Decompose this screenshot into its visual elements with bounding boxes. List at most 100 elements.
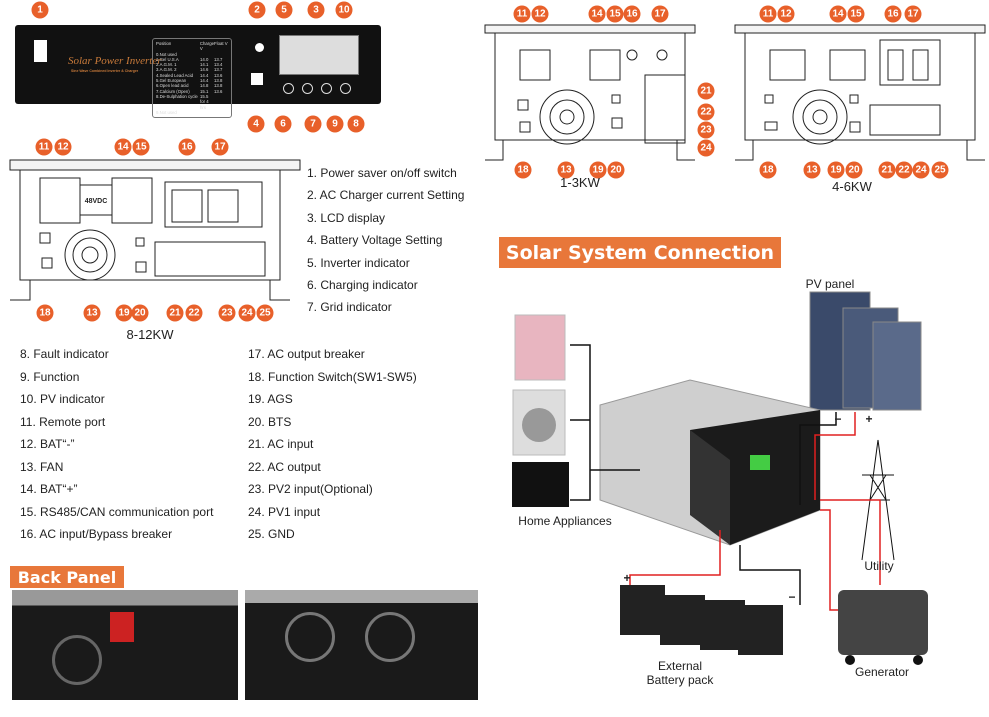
- callout-badge: 12: [54, 138, 72, 156]
- legend-item: 19. AGS: [248, 392, 293, 406]
- caption-1-3kw: 1-3KW: [560, 175, 600, 190]
- table-row: 4.Sealed Lead Acid 14.4 13.6: [156, 73, 228, 78]
- legend-item: 4. Battery Voltage Setting: [307, 233, 443, 248]
- callout-badge: 13: [803, 161, 821, 179]
- up-button[interactable]: [302, 83, 313, 94]
- callout-badge: 22: [185, 304, 203, 322]
- down-button[interactable]: [321, 83, 332, 94]
- callout-badge: 16: [623, 5, 641, 23]
- table-cell: 1.Gel U.S.A: [156, 56, 179, 62]
- legend-item: 21. AC input: [248, 437, 314, 451]
- callout-badge: 1: [31, 1, 49, 19]
- table-cell: 14.4: [200, 72, 209, 78]
- battery-plus-sign: +: [623, 571, 631, 585]
- callout-badge: 19: [827, 161, 845, 179]
- callout-badge: 20: [131, 304, 149, 322]
- battery-label-line1: External: [657, 659, 703, 673]
- battery-voltage-selector[interactable]: [251, 73, 263, 85]
- table-cell: 8.De-Sulphation cycle: [156, 93, 198, 99]
- wires: [570, 344, 881, 611]
- charger-current-knob[interactable]: [255, 43, 264, 52]
- battery-48vdc-label: 48VDC: [84, 198, 108, 205]
- callout-badge: 19: [115, 304, 133, 322]
- callout-badge: 22: [697, 103, 715, 121]
- callout-badge: 19: [589, 161, 607, 179]
- legend-item: 5. Inverter indicator: [307, 255, 410, 270]
- back-panel-photo-1: [12, 590, 238, 700]
- table-cell: 14.1: [200, 62, 209, 68]
- connection-diagram: [512, 291, 928, 665]
- callout-badge: 13: [83, 304, 101, 322]
- pv-panels: [809, 291, 922, 411]
- pv-plus-sign: +: [865, 412, 873, 426]
- menu-button[interactable]: [283, 83, 294, 94]
- callout-badge: 4: [247, 115, 265, 133]
- callout-badge: 10: [335, 1, 353, 19]
- brand-subtitle: Sine Wave Combined Inverter & Charger: [71, 69, 139, 73]
- callout-badge: 18: [36, 304, 54, 322]
- table-cell: 13.6: [214, 88, 223, 94]
- device-1-3kw: [484, 24, 696, 161]
- table-cell: 13.7: [214, 67, 223, 73]
- caption-4-6kw: 4-6KW: [832, 179, 872, 194]
- table-cell: 13.8: [214, 78, 223, 84]
- legend-item: 23. PV2 input(Optional): [248, 482, 373, 496]
- legend-item: 12. BAT“-”: [20, 437, 75, 451]
- callout-badge: 22: [895, 161, 913, 179]
- callout-badge: 14: [114, 138, 132, 156]
- callout-badge: 23: [218, 304, 236, 322]
- table-cell: 14.0: [200, 56, 209, 62]
- table-cell: 2.A.G.M. 1: [156, 62, 177, 68]
- caption-8-12kw: 8-12KW: [126, 327, 174, 342]
- battery-pack: [620, 585, 783, 655]
- legend-item: 8. Fault indicator: [20, 347, 109, 361]
- callout-badge: 23: [697, 121, 715, 139]
- callout-badge: 5: [275, 1, 293, 19]
- generator: [838, 590, 928, 665]
- callout-badge: 6: [274, 115, 292, 133]
- callout-badge: 18: [514, 161, 532, 179]
- callout-badge: 20: [845, 161, 863, 179]
- callout-badge: 12: [777, 5, 795, 23]
- solar-connection-header: Solar System Connection: [499, 237, 781, 268]
- callout-badge: 9: [326, 115, 344, 133]
- battery-minus-sign: −: [788, 590, 796, 604]
- callout-badge: 3: [307, 1, 325, 19]
- callout-badge: 17: [211, 138, 229, 156]
- legend-item: 20. BTS: [248, 414, 292, 429]
- callout-badge: 24: [912, 161, 930, 179]
- legend-item: 18. Function Switch(SW1-SW5): [248, 369, 417, 384]
- legend-item: 14. BAT“+”: [20, 482, 78, 496]
- home-appliances: [512, 314, 569, 507]
- table-row: 0.Not used: [156, 52, 228, 57]
- callout-badge: 12: [531, 5, 549, 23]
- pv-minus-sign: −: [834, 412, 842, 426]
- table-cell: 3.A.G.M. 2: [156, 67, 177, 73]
- callout-badge: 11: [759, 5, 777, 23]
- table-cell: Float V: [214, 41, 228, 46]
- table-cell: 13.6: [214, 72, 223, 78]
- table-cell: 0.Not used: [156, 51, 177, 57]
- brand-name: Solar Power Inverter: [68, 55, 162, 67]
- callout-badge: 2: [248, 1, 266, 19]
- callout-badge: 15: [847, 5, 865, 23]
- device-4-6kw: [734, 24, 986, 161]
- legend-item: 22. AC output: [248, 459, 321, 474]
- legend-item: 3. LCD display: [307, 210, 386, 225]
- utility-label: Utility: [864, 559, 894, 573]
- table-cell: 14.6: [200, 67, 209, 73]
- power-saver-switch[interactable]: [34, 40, 47, 62]
- callout-badge: 16: [178, 138, 196, 156]
- enter-button[interactable]: [340, 83, 351, 94]
- table-cell: 5.Gel European: [156, 78, 187, 84]
- table-cell: 13.7: [214, 56, 223, 62]
- table-cell: 4.Sealed Lead Acid: [156, 72, 194, 78]
- table-cell: Position: [156, 41, 172, 46]
- legend-item: 1. Power saver on/off switch: [307, 166, 457, 180]
- callout-badge: 15: [606, 5, 624, 23]
- table-cell: Charge V: [199, 41, 214, 52]
